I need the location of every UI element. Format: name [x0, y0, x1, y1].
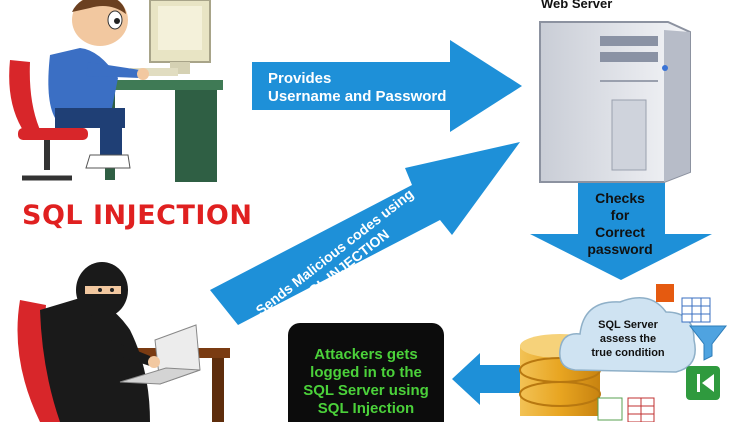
spreadsheet-icon: [627, 397, 655, 422]
web-server-label: Web Server: [541, 0, 613, 11]
checks-line: for: [610, 207, 630, 223]
funnel-icon: [688, 325, 728, 361]
document-icon: [597, 397, 623, 421]
diagram-title: SQL INJECTION: [22, 200, 253, 231]
attackers-line: SQL Server using: [303, 382, 429, 399]
malicious-arrow: [210, 142, 520, 325]
hacker-at-laptop-illustration: [17, 262, 230, 422]
provides-line: Username and Password: [268, 88, 447, 105]
checks-arrow: [530, 180, 712, 280]
cloud-line: true condition: [591, 347, 665, 359]
checks-line: password: [587, 241, 653, 257]
provides-arrow-label: Provides Username and Password: [268, 70, 446, 106]
provides-arrow: [252, 40, 522, 132]
provides-line: Provides: [268, 70, 332, 87]
attackers-box: [288, 323, 444, 422]
server-tower-icon: [539, 21, 691, 183]
cloud-line: SQL Server: [598, 319, 658, 331]
attackers-label: Attackers gets logged in to the SQL Serv…: [288, 346, 444, 418]
back-button-icon: [686, 366, 720, 400]
checks-arrow-label: Checks for Correct password: [570, 190, 670, 258]
cloud-icon: [559, 297, 696, 373]
cloud-label: SQL Server assess the true condition: [578, 318, 678, 360]
attackers-line: logged in to the: [310, 364, 422, 381]
checks-line: Checks: [595, 190, 645, 206]
cloud-line: assess the: [599, 333, 657, 345]
attackers-line: Attackers gets: [314, 346, 418, 363]
table-grid-icon: [681, 297, 711, 323]
attackers-line: SQL Injection: [317, 400, 415, 417]
tool-icon: [656, 284, 674, 302]
checks-line: Correct: [595, 224, 645, 240]
user-at-computer-illustration: [9, 0, 223, 182]
return-arrow: [452, 353, 520, 405]
